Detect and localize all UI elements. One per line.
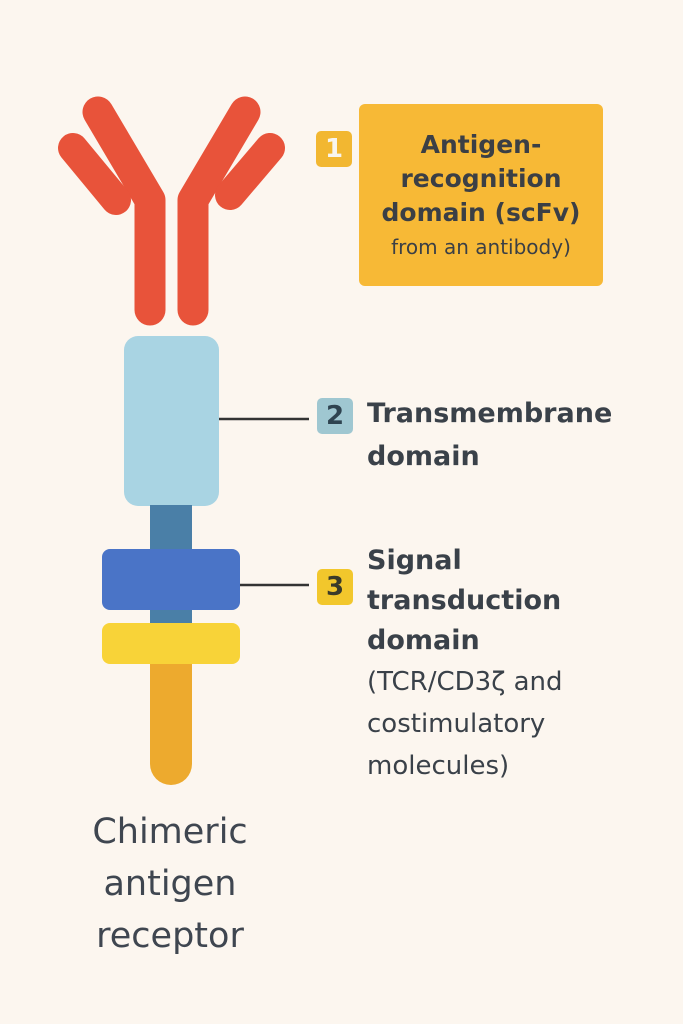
left-inner-arm xyxy=(82,96,166,326)
transmembrane-block xyxy=(124,336,219,506)
antibody-y-shape xyxy=(58,96,285,326)
number-badge-1: 1 xyxy=(316,131,352,167)
caption-line: antigen xyxy=(103,864,237,904)
callout-3-subtitle-line: costimulatory xyxy=(367,709,546,739)
right-inner-arm xyxy=(177,96,261,326)
callout-3-subtitle-line: molecules) xyxy=(367,751,510,781)
callout-1-subtitle: from an antibody) xyxy=(391,235,571,259)
callout-3-title-line: Signal xyxy=(367,545,462,576)
costimulatory-band xyxy=(102,623,240,664)
callout-1-title-line: recognition xyxy=(400,164,562,193)
signal-transduction-callout: Signal transduction domain (TCR/CD3ζ and… xyxy=(367,541,667,787)
tail-segment xyxy=(150,664,192,785)
callout-3-title: Signal transduction domain xyxy=(367,541,667,661)
caption-line: receptor xyxy=(96,916,244,956)
caption-line: Chimeric xyxy=(92,812,248,852)
callout-3-subtitle: (TCR/CD3ζ and costimulatory molecules) xyxy=(367,661,667,787)
left-outer-arm xyxy=(58,133,131,215)
callout-3-title-line: domain xyxy=(367,625,480,656)
callout-1-title-line: domain (scFv) xyxy=(381,198,581,227)
diagram-caption: Chimeric antigen receptor xyxy=(60,806,280,962)
number-badge-2: 2 xyxy=(317,398,353,434)
callout-1-title-line: Antigen- xyxy=(420,130,542,159)
callout-2-title-line: Transmembrane xyxy=(367,398,613,429)
transmembrane-callout: Transmembrane domain xyxy=(367,392,667,478)
callout-3-subtitle-line: (TCR/CD3ζ and xyxy=(367,667,563,697)
callout-2-title-line: domain xyxy=(367,441,480,472)
antigen-recognition-callout: Antigen- recognition domain (scFv) from … xyxy=(359,104,603,286)
right-outer-arm xyxy=(215,133,285,210)
signal-domain-block xyxy=(102,549,240,610)
callout-3-title-line: transduction xyxy=(367,585,562,616)
callout-1-title: Antigen- recognition domain (scFv) xyxy=(382,128,581,230)
number-badge-3: 3 xyxy=(317,569,353,605)
